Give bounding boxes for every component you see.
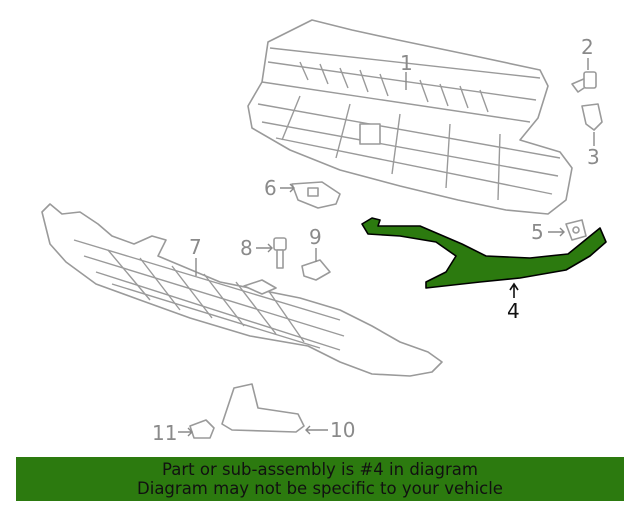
callout-9: 9: [309, 225, 322, 249]
push-pin-part-11: [189, 419, 215, 439]
callout-3: 3: [587, 145, 600, 169]
bolt-part-2: [571, 71, 597, 93]
parts-diagram: 1 2 3 4 5 6 7 8 9 10 11: [41, 19, 607, 445]
callout-11: 11: [152, 421, 177, 445]
callout-4: 4: [507, 299, 520, 323]
leader-line-10: [305, 425, 328, 435]
leader-line-11: [178, 427, 193, 437]
upper-grille-part: [247, 19, 573, 215]
clip-part-9: [301, 259, 331, 281]
bolt-part-8: [273, 237, 287, 269]
callout-5: 5: [531, 220, 544, 244]
clip-part-5: [565, 219, 587, 241]
callout-2: 2: [581, 35, 594, 59]
leader-line-4: [509, 282, 519, 298]
callout-1: 1: [400, 51, 413, 75]
banner-line-2: Diagram may not be specific to your vehi…: [137, 479, 503, 498]
clip-part-3: [581, 103, 603, 131]
bracket-part-10: [221, 383, 305, 433]
callout-8: 8: [240, 236, 253, 260]
callout-10: 10: [330, 418, 355, 442]
info-banner: Part or sub-assembly is #4 in diagram Di…: [16, 457, 624, 501]
banner-line-1: Part or sub-assembly is #4 in diagram: [162, 460, 478, 479]
bracket-part-6: [291, 181, 341, 209]
trim-molding-part-4: [361, 217, 607, 289]
lower-grille-part: [41, 203, 443, 377]
leader-line-5: [548, 227, 565, 237]
callout-7: 7: [189, 235, 202, 259]
callout-6: 6: [264, 176, 277, 200]
leader-line-6: [280, 183, 295, 193]
leader-line-8: [256, 243, 273, 253]
